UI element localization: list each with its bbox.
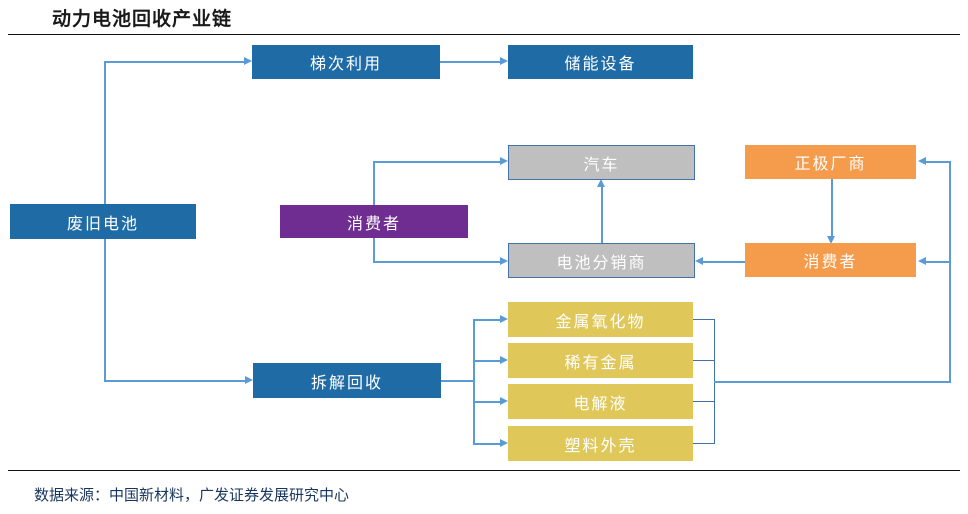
node-waste-battery[interactable]: 废旧电池 (10, 204, 196, 239)
source-note: 数据来源：中国新材料，广发证券发展研究中心 (34, 488, 350, 504)
arrowhead-consumer-right-to-distributor (695, 257, 703, 265)
connector-distributor-to-auto (601, 186, 603, 243)
connector-rare-metal-out (693, 360, 715, 361)
node-metal-oxide[interactable]: 金属氧化物 (508, 302, 693, 337)
connector-electrolyte-out (693, 401, 715, 402)
node-cathode-maker-label: 正极厂商 (794, 156, 867, 173)
page-title: 动力电池回收产业链 (52, 9, 233, 30)
node-rare-metal-label: 稀有金属 (564, 354, 637, 372)
arrowhead-dismantle-to-rare-metal (500, 356, 508, 364)
node-automobile[interactable]: 汽车 (508, 145, 695, 180)
arrowhead-dismantle-to-metal-oxide (500, 315, 508, 323)
node-battery-distributor[interactable]: 电池分销商 (508, 243, 695, 278)
node-cascade-use-label: 梯次利用 (309, 56, 382, 73)
connector-metal-oxide-out (693, 319, 715, 320)
node-energy-storage-label: 储能设备 (564, 56, 637, 73)
connector-cathode-to-consumer-right (831, 179, 833, 236)
connector-consumer-left-to-distributor (373, 261, 500, 263)
arrowhead-waste-to-cascade (244, 57, 252, 65)
node-metal-oxide-label: 金属氧化物 (555, 313, 646, 331)
node-rare-metal[interactable]: 稀有金属 (508, 343, 693, 378)
arrowhead-cascade-to-storage (500, 57, 508, 65)
arrowhead-distributor-to-auto (597, 179, 605, 187)
connector-cascade-to-storage (440, 61, 500, 63)
arrowhead-consumer-left-to-auto (500, 157, 508, 165)
node-electrolyte-label: 电解液 (573, 395, 628, 413)
connector-plastic-shell-out (693, 443, 715, 444)
connector-dismantle-splitter (473, 319, 475, 444)
arrowhead-dismantle-to-plastic-shell (500, 439, 508, 447)
arrowhead-rail-to-cathode (918, 157, 926, 165)
connector-consumer-left-trunk-up (373, 161, 375, 207)
arrowhead-cathode-to-consumer-right (827, 236, 835, 244)
connector-dismantle-stem (441, 380, 474, 382)
arrowhead-consumer-left-to-distributor (500, 257, 508, 265)
node-electrolyte[interactable]: 电解液 (508, 384, 693, 419)
arrowhead-waste-to-dismantle (245, 376, 253, 384)
node-plastic-shell[interactable]: 塑料外壳 (508, 426, 693, 461)
node-consumer-left[interactable]: 消费者 (280, 205, 468, 238)
node-consumer-right-label: 消费者 (803, 254, 858, 271)
node-cascade-use[interactable]: 梯次利用 (252, 45, 440, 79)
node-battery-distributor-label: 电池分销商 (556, 254, 647, 272)
node-dismantle-recycle[interactable]: 拆解回收 (253, 363, 441, 398)
node-dismantle-recycle-label: 拆解回收 (310, 374, 383, 392)
connector-rail-to-consumer-right (926, 261, 951, 263)
node-energy-storage[interactable]: 储能设备 (508, 45, 693, 79)
node-plastic-shell-label: 塑料外壳 (564, 437, 637, 455)
connector-dismantle-to-metal-oxide (473, 319, 500, 321)
connector-dismantle-to-rare-metal (473, 360, 500, 362)
node-waste-battery-label: 废旧电池 (66, 215, 139, 233)
connector-waste-to-cascade (104, 61, 244, 63)
connector-recycled-output-bus (714, 381, 951, 383)
connector-rail-to-cathode (926, 161, 951, 163)
arrowhead-rail-to-consumer-right (918, 257, 926, 265)
connector-far-right-rail (949, 161, 951, 382)
connector-dismantle-to-electrolyte (473, 401, 500, 403)
node-cathode-maker[interactable]: 正极厂商 (745, 145, 916, 179)
node-automobile-label: 汽车 (583, 156, 620, 174)
connector-consumer-left-to-auto (373, 161, 500, 163)
footer-divider (8, 470, 960, 471)
node-consumer-right[interactable]: 消费者 (745, 243, 916, 277)
node-consumer-left-label: 消费者 (346, 215, 401, 233)
arrowhead-dismantle-to-electrolyte (500, 397, 508, 405)
connector-waste-to-dismantle (104, 380, 245, 382)
title-divider (8, 34, 960, 35)
connector-dismantle-to-plastic-shell (473, 443, 500, 445)
connector-consumer-left-trunk-down (373, 236, 375, 262)
connector-consumer-right-to-distributor (703, 261, 746, 263)
